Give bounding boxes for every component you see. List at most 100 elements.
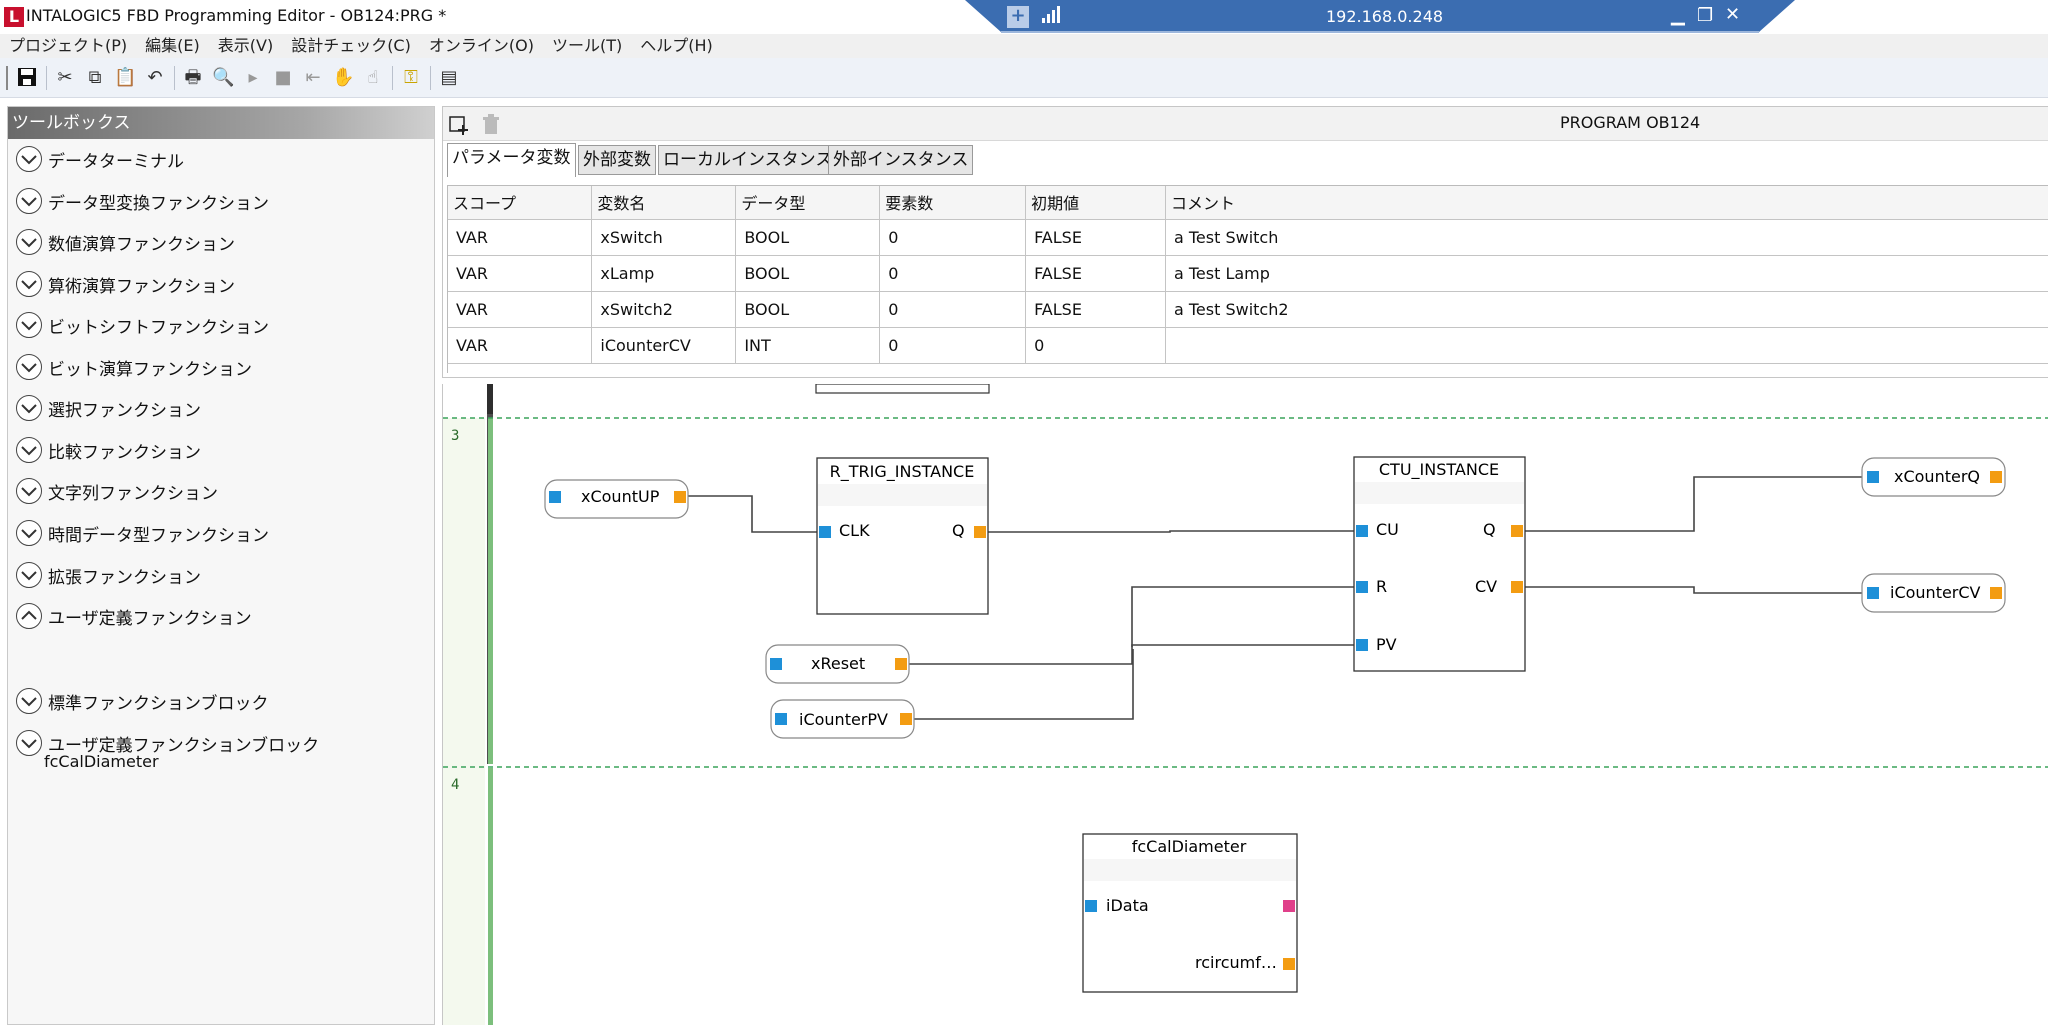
table-cell[interactable] <box>1165 327 2048 364</box>
menu-edit[interactable]: 編集(E) <box>145 36 200 55</box>
copy-icon[interactable]: ⧉ <box>88 67 102 88</box>
toolbox-item-fccaldiameter[interactable]: fcCalDiameter <box>44 752 159 771</box>
table-cell[interactable]: xSwitch <box>591 219 737 256</box>
close-icon[interactable]: ✕ <box>1725 4 1741 25</box>
menu-online[interactable]: オンライン(O) <box>428 36 534 55</box>
table-cell[interactable]: VAR <box>448 219 593 256</box>
var-icounterpv[interactable]: iCounterPV <box>770 699 915 739</box>
table-cell[interactable]: FALSE <box>1025 255 1166 292</box>
pan-icon[interactable]: ✋ <box>332 67 355 88</box>
fbd-diagram-canvas[interactable]: 3 4 xCountUP xReset <box>442 384 2048 1025</box>
report-icon[interactable]: ▤ <box>440 67 458 88</box>
table-cell[interactable]: INT <box>735 327 881 364</box>
tab-external-instances[interactable]: 外部インスタンス <box>828 145 974 175</box>
table-cell[interactable]: iCounterCV <box>591 327 737 364</box>
table-cell[interactable]: 0 <box>1025 327 1166 364</box>
delete-variable-icon[interactable] <box>481 114 501 140</box>
var-icountercv[interactable]: iCounterCV <box>1861 573 2006 613</box>
table-cell[interactable]: a Test Switch2 <box>1165 291 2048 328</box>
table-cell[interactable]: BOOL <box>735 219 881 256</box>
table-cell[interactable]: 0 <box>879 327 1027 364</box>
print-preview-icon[interactable]: 🔍 <box>212 67 235 88</box>
chevron-down-icon[interactable] <box>16 188 42 214</box>
chevron-down-icon[interactable] <box>16 229 42 255</box>
chevron-down-icon[interactable] <box>16 437 42 463</box>
print-icon[interactable]: 🖶 <box>184 67 202 88</box>
chevron-down-icon[interactable] <box>16 688 42 714</box>
column-header-elements[interactable]: 要素数 <box>879 186 1027 220</box>
toolbox-category[interactable]: 比較ファンクション <box>16 432 201 468</box>
column-header-initial[interactable]: 初期値 <box>1025 186 1166 220</box>
column-header-comment[interactable]: コメント <box>1165 186 2048 220</box>
table-cell[interactable]: FALSE <box>1025 219 1166 256</box>
toolbox-category[interactable]: データ型変換ファンクション <box>16 183 269 219</box>
var-xcounterq[interactable]: xCounterQ <box>1861 457 2006 497</box>
toolbox-category[interactable]: 選択ファンクション <box>16 390 201 426</box>
stop-icon[interactable]: ■ <box>274 67 292 88</box>
table-cell[interactable]: BOOL <box>735 291 881 328</box>
toolbox-category[interactable]: データターミナル <box>16 141 184 177</box>
pin-return[interactable] <box>1283 900 1295 912</box>
menu-design-check[interactable]: 設計チェック(C) <box>291 36 411 55</box>
chevron-down-icon[interactable] <box>16 562 42 588</box>
var-xcountup[interactable]: xCountUP <box>544 479 689 519</box>
pin-rcircumf[interactable] <box>1283 958 1295 970</box>
pin-q[interactable] <box>1511 525 1523 537</box>
hand-icon[interactable]: ☝ <box>367 67 379 88</box>
pin-cu[interactable] <box>1356 525 1368 537</box>
cut-icon[interactable]: ✂ <box>57 67 73 88</box>
table-cell[interactable]: 0 <box>879 255 1027 292</box>
toolbox-category[interactable]: 数値演算ファンクション <box>16 224 235 260</box>
pin-clk[interactable] <box>819 526 831 538</box>
block-r-trig[interactable]: R_TRIG_INSTANCE CLK Q <box>816 457 989 615</box>
toolbox-category[interactable]: 文字列ファンクション <box>16 473 218 509</box>
column-header-name[interactable]: 変数名 <box>591 186 737 220</box>
menu-view[interactable]: 表示(V) <box>217 36 274 55</box>
run-icon[interactable]: ▸ <box>248 67 258 88</box>
block-ctu[interactable]: CTU_INSTANCE CU R PV Q CV <box>1353 456 1526 672</box>
menu-project[interactable]: プロジェクト(P) <box>9 36 128 55</box>
undo-icon[interactable]: ↶ <box>147 67 163 88</box>
toolbox-category[interactable]: ユーザ定義ファンクションブロック <box>16 725 319 761</box>
toolbox-category[interactable]: ユーザ定義ファンクション <box>16 598 252 634</box>
menu-tools[interactable]: ツール(T) <box>551 36 623 55</box>
toolbox-category[interactable]: 算術演算ファンクション <box>16 266 235 302</box>
restore-icon[interactable]: ❐ <box>1697 5 1714 26</box>
pin-idata[interactable] <box>1085 900 1097 912</box>
chevron-down-icon[interactable] <box>16 520 42 546</box>
step-icon[interactable]: ⇤ <box>305 67 321 88</box>
block-fccaldiameter[interactable]: fcCalDiameter iData rcircumf… <box>1082 833 1298 993</box>
pin-pv[interactable] <box>1356 639 1368 651</box>
chevron-down-icon[interactable] <box>16 395 42 421</box>
save-icon[interactable] <box>16 67 38 89</box>
pin-r[interactable] <box>1356 581 1368 593</box>
pin-icon[interactable]: + <box>1007 6 1029 28</box>
table-cell[interactable]: VAR <box>448 327 593 364</box>
chevron-down-icon[interactable] <box>16 478 42 504</box>
minimize-icon[interactable]: ▁ <box>1671 5 1685 26</box>
paste-icon[interactable]: 📋 <box>114 67 137 88</box>
key-icon[interactable]: ⚿ <box>404 67 418 88</box>
table-cell[interactable]: a Test Lamp <box>1165 255 2048 292</box>
pin-cv[interactable] <box>1511 581 1523 593</box>
table-cell[interactable]: xSwitch2 <box>591 291 737 328</box>
table-cell[interactable]: 0 <box>879 219 1027 256</box>
chevron-down-icon[interactable] <box>16 312 42 338</box>
tab-external-variables[interactable]: 外部変数 <box>578 145 656 175</box>
toolbox-category[interactable]: 時間データ型ファンクション <box>16 515 269 551</box>
column-header-scope[interactable]: スコープ <box>448 186 593 220</box>
table-cell[interactable]: xLamp <box>591 255 737 292</box>
chevron-down-icon[interactable] <box>16 271 42 297</box>
toolbox-category[interactable]: 標準ファンクションブロック <box>16 683 269 719</box>
table-cell[interactable]: VAR <box>448 291 593 328</box>
table-cell[interactable]: VAR <box>448 255 593 292</box>
table-cell[interactable]: FALSE <box>1025 291 1166 328</box>
chevron-down-icon[interactable] <box>16 146 42 172</box>
toolbox-category[interactable]: ビット演算ファンクション <box>16 349 252 385</box>
column-header-type[interactable]: データ型 <box>735 186 881 220</box>
table-cell[interactable]: a Test Switch <box>1165 219 2048 256</box>
toolbox-category[interactable]: ビットシフトファンクション <box>16 307 269 343</box>
